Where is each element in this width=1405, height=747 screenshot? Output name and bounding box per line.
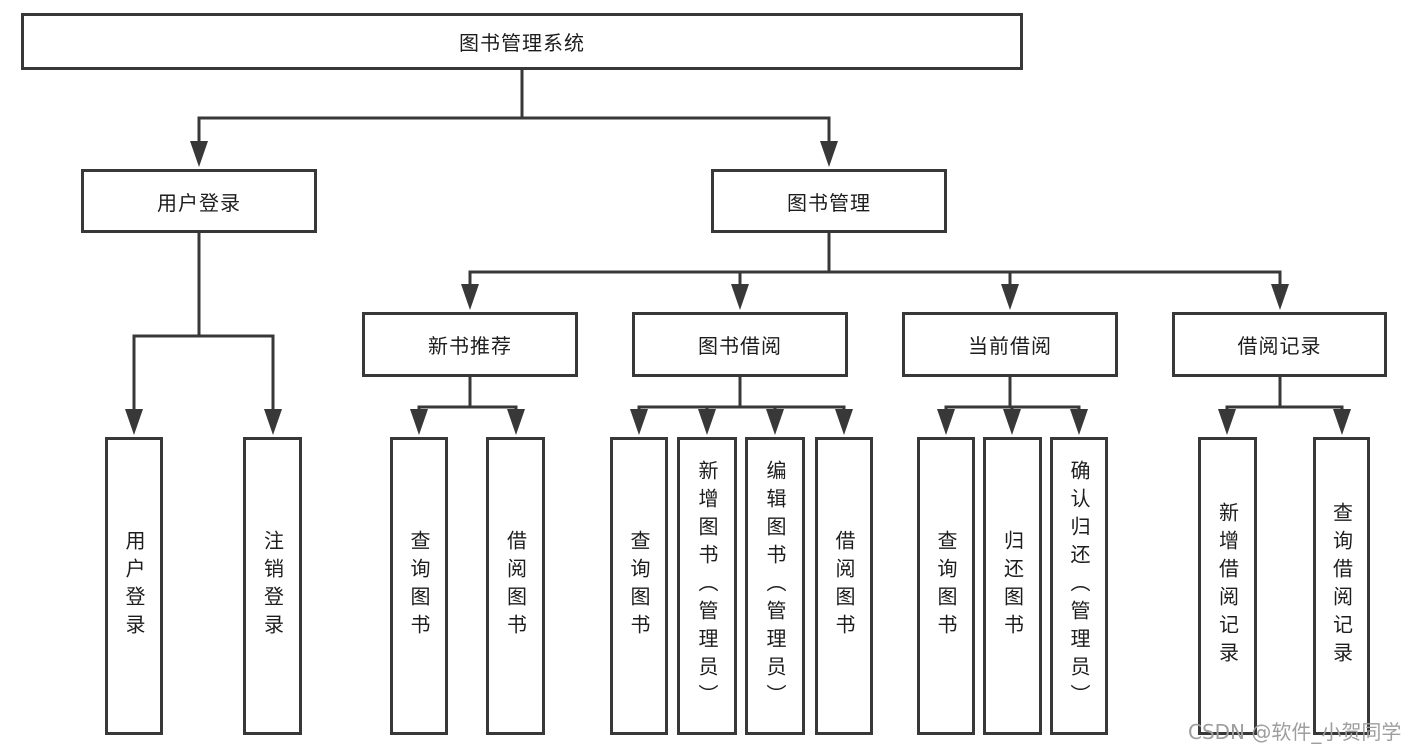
leaf-label: 编辑图书（管理员） (763, 460, 787, 712)
connector-level1 (197, 116, 831, 142)
arrowhead (125, 409, 143, 435)
arrowhead (835, 409, 853, 435)
leaf-query-books: 查询图书 (610, 437, 668, 735)
connector-current-borrow (944, 377, 1081, 410)
leaf-label: 查询图书 (627, 530, 651, 642)
arrowhead (190, 141, 208, 167)
node-label: 图书管理 (787, 190, 871, 215)
leaf-query-borrow-record: 查询借阅记录 (1313, 437, 1370, 735)
node-new-book-recommend: 新书推荐 (362, 312, 578, 377)
leaf-label: 借阅图书 (503, 530, 528, 642)
node-library-system: 图书管理系统 (21, 13, 1023, 70)
leaf-logout: 注销登录 (243, 437, 302, 735)
node-current-borrowing: 当前借阅 (902, 312, 1118, 377)
node-book-borrowing: 图书借阅 (632, 312, 848, 377)
node-label: 当前借阅 (968, 334, 1052, 358)
leaf-label: 新增借阅记录 (1215, 502, 1240, 670)
connector-book-borrow (637, 377, 846, 410)
arrowhead (507, 409, 525, 435)
leaf-label: 新增图书（管理员） (695, 460, 719, 712)
leaf-label: 借阅图书 (832, 530, 856, 642)
arrowhead (1003, 409, 1021, 435)
arrowhead (1001, 284, 1019, 310)
connector-borrow-records (1225, 377, 1344, 410)
leaf-label: 查询图书 (934, 530, 958, 642)
arrowhead (766, 409, 784, 435)
node-label: 用户登录 (157, 190, 241, 215)
node-label: 新书推荐 (428, 334, 512, 358)
arrowhead (820, 141, 838, 167)
arrowhead (461, 284, 479, 310)
leaf-user-login: 用户登录 (105, 437, 163, 735)
leaf-query-books: 查询图书 (917, 437, 975, 735)
arrowhead (630, 409, 648, 435)
arrowhead (410, 409, 428, 435)
arrowhead (731, 284, 749, 310)
leaf-borrow-books: 借阅图书 (486, 437, 545, 735)
leaf-label: 注销登录 (260, 530, 285, 642)
arrowhead (264, 409, 282, 435)
leaf-label: 用户登录 (122, 530, 146, 642)
arrowhead (937, 409, 955, 435)
connector-new-books (417, 377, 518, 410)
leaf-label: 归还图书 (1000, 530, 1025, 642)
node-user-login: 用户登录 (81, 169, 317, 233)
node-label: 借阅记录 (1237, 334, 1322, 358)
node-label: 图书管理系统 (459, 31, 585, 55)
node-borrowing-records: 借阅记录 (1172, 312, 1387, 377)
leaf-return-books: 归还图书 (983, 437, 1042, 735)
leaf-query-books: 查询图书 (390, 437, 448, 735)
leaf-borrow-books: 借阅图书 (815, 437, 873, 735)
leaf-confirm-return-admin: 确认归还（管理员） (1050, 437, 1108, 735)
node-book-management: 图书管理 (711, 169, 947, 233)
arrowhead (1271, 284, 1289, 310)
arrowhead (1070, 409, 1088, 435)
leaf-label: 确认归还（管理员） (1067, 460, 1091, 712)
leaf-label: 查询图书 (407, 530, 431, 642)
arrowhead (1218, 409, 1236, 435)
leaf-label: 查询借阅记录 (1329, 502, 1354, 670)
connector-user-login-children (132, 334, 275, 410)
csdn-watermark: CSDN @软件_小贺同学 (1188, 720, 1402, 744)
node-label: 图书借阅 (698, 334, 782, 358)
arrowhead (1333, 409, 1351, 435)
arrowhead (698, 409, 716, 435)
leaf-add-books-admin: 新增图书（管理员） (677, 437, 737, 735)
leaf-add-borrow-record: 新增借阅记录 (1198, 437, 1257, 735)
leaf-edit-books-admin: 编辑图书（管理员） (745, 437, 805, 735)
connector-level2 (468, 270, 1282, 285)
